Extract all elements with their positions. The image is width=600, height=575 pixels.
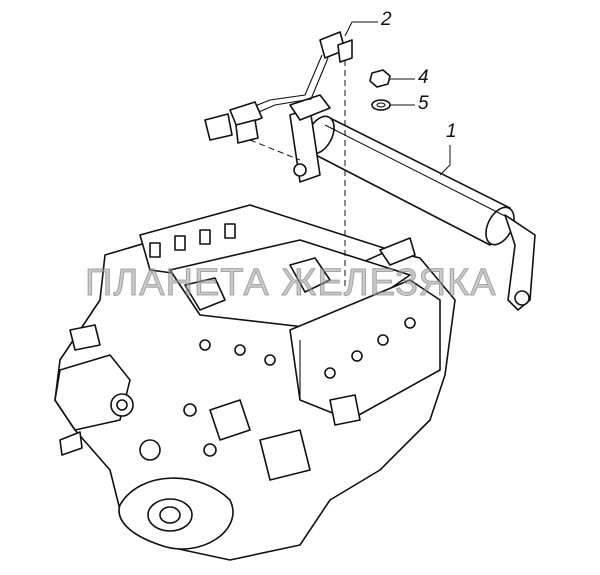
fuel-pipe xyxy=(204,31,353,144)
washer xyxy=(371,99,391,111)
fuel-pump-assembly xyxy=(54,204,456,561)
callout-1: 1 xyxy=(446,121,457,142)
nut xyxy=(369,69,391,88)
power-cylinder xyxy=(289,94,536,311)
leader-1 xyxy=(439,145,451,176)
callout-4: 4 xyxy=(418,67,429,88)
watermark: ПЛАНЕТА ЖЕЛЕЗЯКА xyxy=(85,262,497,305)
callout-2: 2 xyxy=(381,9,392,30)
callout-5: 5 xyxy=(418,93,429,114)
leader-2 xyxy=(344,21,378,37)
